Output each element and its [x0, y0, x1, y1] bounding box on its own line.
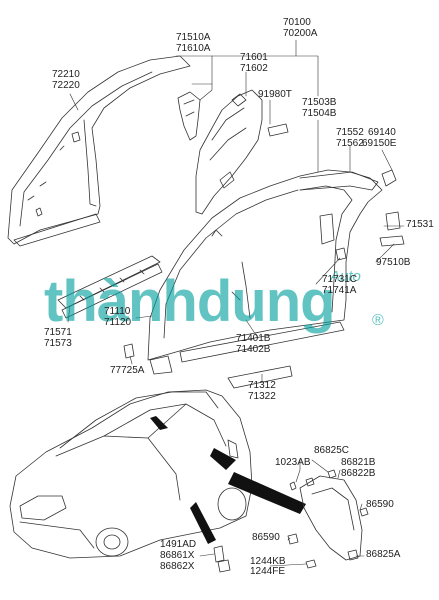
- plate-91980t: [267, 123, 289, 137]
- label-70100: 70100: [283, 17, 311, 28]
- watermark-registered-mark: ®: [372, 312, 384, 329]
- label-71120: 71120: [104, 317, 132, 328]
- label-71503b: 71503B: [302, 97, 337, 108]
- label-97510b: 97510B: [376, 257, 411, 268]
- label-71510a: 71510A: [176, 32, 211, 43]
- label-77725a: 77725A: [110, 365, 145, 376]
- label-71531: 71531: [406, 219, 434, 230]
- label-71402b: 71402B: [236, 344, 271, 355]
- fuel-door-parts: [335, 169, 405, 261]
- label-86825a: 86825A: [366, 549, 401, 560]
- label-71571: 71571: [44, 327, 72, 338]
- label-86861x: 86861X: [160, 550, 195, 561]
- label-71573: 71573: [44, 338, 72, 349]
- label-86862x: 86862X: [160, 561, 195, 572]
- label-71731c: 71731C: [322, 274, 358, 285]
- label-86590-right: 86590: [366, 499, 394, 510]
- sill-trim-71312: [227, 365, 293, 389]
- leader-lines: [67, 39, 405, 567]
- watermark-logo: thànhdung: [44, 269, 336, 334]
- label-72210: 72210: [52, 69, 80, 80]
- rear-inner-quarter: [195, 89, 263, 215]
- label-71322: 71322: [248, 391, 276, 402]
- label-72220: 72220: [52, 80, 80, 91]
- label-86590-left: 86590: [252, 532, 280, 543]
- label-86825c: 86825C: [314, 445, 350, 456]
- label-71610a: 71610A: [176, 43, 211, 54]
- wheel-guard: [299, 469, 369, 561]
- label-69150e: 69150E: [362, 138, 397, 149]
- watermark-sub: Auto: [330, 268, 361, 285]
- label-71110: 71110: [104, 306, 131, 317]
- label-71602: 71602: [240, 63, 268, 74]
- fasteners: [213, 481, 317, 573]
- side-sill-reinforcement: [57, 255, 163, 319]
- label-86822b: 86822B: [341, 468, 376, 479]
- label-71312: 71312: [248, 380, 276, 391]
- label-71741a: 71741A: [322, 285, 357, 296]
- clip-77725a: [123, 343, 135, 359]
- pointer-arrows: [150, 416, 306, 544]
- label-71601: 71601: [240, 52, 268, 63]
- label-69140: 69140: [368, 127, 396, 138]
- label-1491ad: 1491AD: [160, 539, 197, 550]
- label-71401b: 71401B: [236, 333, 271, 344]
- label-1244kb: 1244KB: [250, 556, 286, 567]
- label-70200a: 70200A: [283, 28, 318, 39]
- label-91980t: 91980T: [258, 89, 292, 100]
- car-body: [9, 389, 253, 559]
- front-pillar-panel: [7, 55, 191, 247]
- label-71552: 71552: [336, 127, 364, 138]
- label-71504b: 71504B: [302, 108, 337, 119]
- label-1244fe: 1244FE: [250, 566, 286, 577]
- label-71562: 71562: [336, 138, 364, 149]
- inner-rear-pillar: [177, 91, 201, 141]
- side-outer-panel: [147, 169, 383, 375]
- label-1023ab: 1023AB: [275, 457, 311, 468]
- label-86821b: 86821B: [341, 457, 376, 468]
